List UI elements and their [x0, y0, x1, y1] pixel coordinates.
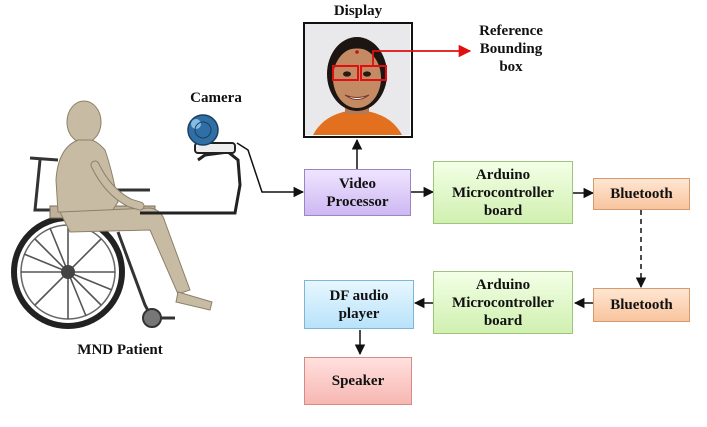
reference-pointer-arrow — [372, 44, 472, 66]
speaker-label: Speaker — [331, 373, 385, 389]
bounding-box-left — [332, 65, 359, 81]
bluetooth-top-label: Bluetooth — [610, 186, 673, 202]
speaker-block: Speaker — [304, 357, 412, 405]
bluetooth-bottom-block: Bluetooth — [593, 288, 690, 322]
df-player-line1: DF audio — [329, 287, 389, 304]
video-processor-block: Video Processor — [304, 169, 411, 216]
arduino-bottom-line2: Microcontroller — [452, 294, 554, 311]
bluetooth-bottom-label: Bluetooth — [610, 297, 673, 313]
arduino-top-block: Arduino Microcontroller board — [433, 161, 573, 224]
reference-label-line2: Bounding — [479, 41, 543, 57]
patient-label: MND Patient — [77, 342, 163, 358]
arduino-bottom-line3: board — [483, 312, 523, 329]
video-processor-line2: Processor — [326, 193, 389, 210]
video-processor-line1: Video — [339, 175, 376, 192]
bluetooth-top-block: Bluetooth — [593, 178, 690, 210]
arduino-top-line1: Arduino — [475, 166, 531, 183]
df-player-line2: player — [338, 305, 380, 322]
camera-illustration — [140, 114, 242, 215]
patient-wheelchair-illustration — [11, 100, 213, 329]
camera-label: Camera — [190, 90, 242, 106]
arduino-bottom-block: Arduino Microcontroller board — [433, 271, 573, 334]
reference-label-line3: box — [499, 59, 523, 75]
arduino-top-line3: board — [483, 202, 523, 219]
arduino-bottom-line1: Arduino — [475, 276, 531, 293]
reference-bounding-box-label: Reference Bounding box — [466, 22, 556, 76]
bounding-box-right — [360, 65, 387, 81]
arduino-top-line2: Microcontroller — [452, 184, 554, 201]
reference-label-line1: Reference — [479, 23, 543, 39]
df-audio-player-block: DF audio player — [304, 280, 414, 329]
camera-cable-arrow — [236, 142, 305, 198]
display-label: Display — [333, 3, 383, 19]
